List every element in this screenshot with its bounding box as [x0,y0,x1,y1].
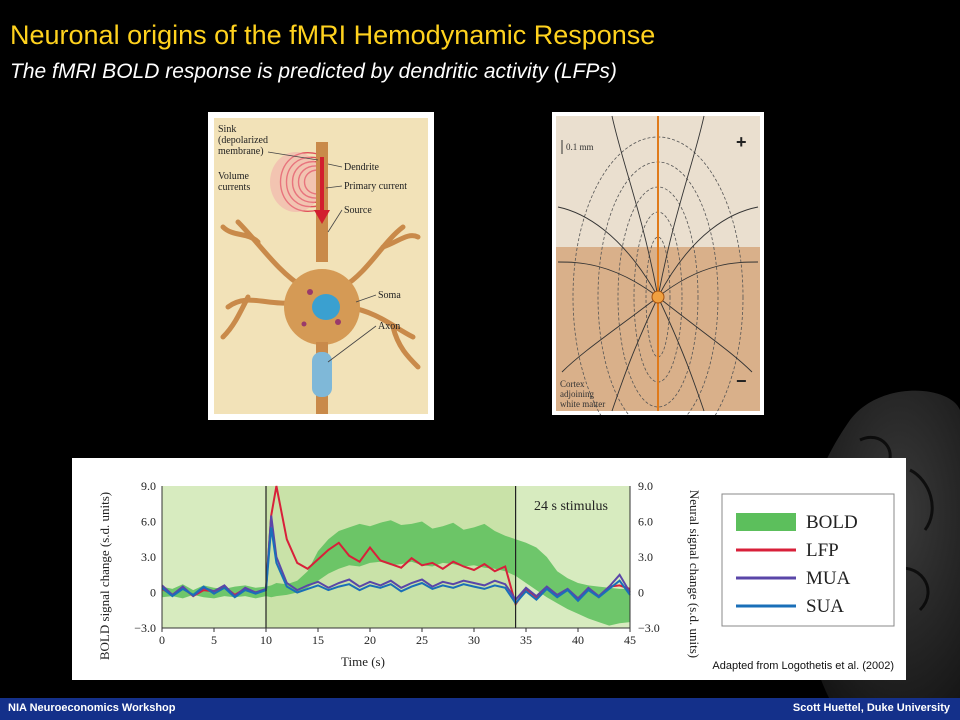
x-axis-title: Time (s) [341,654,385,669]
x-tick-label: 5 [211,633,217,647]
y-tick-label-right: 9.0 [638,479,653,493]
neuron-figure: Sink (depolarized membrane) Volume curre… [208,112,434,420]
x-tick-label: 25 [416,633,428,647]
field-line-diagram: 0.1 mm + − Cortex adjoining white matter [556,115,760,415]
volume-current-arcs [279,152,319,212]
cell-body [651,290,665,304]
footer-workshop: NIA Neuroeconomics Workshop [8,702,176,714]
label-volume: Volume [218,171,249,182]
label-cortex: Cortex [560,379,585,389]
x-tick-label: 40 [572,633,584,647]
series-bold-area [162,520,630,626]
label-sink-3: membrane) [218,146,264,157]
neuron-diagram: Sink (depolarized membrane) Volume curre… [214,118,428,414]
figure-credit: Adapted from Logothetis et al. (2002) [712,660,894,672]
x-tick-label: 20 [364,633,376,647]
legend-label-mua: MUA [806,568,851,589]
y-tick-label-left: 3.0 [141,550,156,564]
legend-label-lfp: LFP [806,540,839,561]
label-white-matter: white matter [560,399,605,409]
legend-swatch-bold [736,513,796,531]
y-tick-label-left: −3.0 [134,621,156,635]
bold-area-layer [162,520,630,626]
neural-lines-layer [161,485,631,607]
label-volume-2: currents [218,182,250,193]
x-tick-label: 15 [312,633,324,647]
footer-bar: NIA Neuroeconomics Workshop Scott Huette… [0,698,960,720]
legend-label-bold: BOLD [806,512,858,533]
negative-sign: − [736,371,747,391]
arrow-head [314,210,330,224]
x-tick-label: 30 [468,633,480,647]
y-tick-label-left: 0 [150,586,156,600]
stimulus-label: 24 s stimulus [534,499,608,514]
y-tick-label-right: 0 [638,586,644,600]
stimulus-markers [265,486,517,628]
x-tick-label: 45 [624,633,636,647]
series-sua-line [161,527,631,605]
label-axon: Axon [378,321,400,332]
y-axis-title-right: Neural signal change (s.d. units) [687,490,702,658]
current-flow-lines [557,115,759,412]
footer-author: Scott Huettel, Duke University [792,702,950,714]
x-tick-label: 35 [520,633,532,647]
y-tick-label-right: 3.0 [638,550,653,564]
y-tick-label-left: 9.0 [141,479,156,493]
slide-title: Neuronal origins of the fMRI Hemodynamic… [10,20,656,50]
y-axis-title-left: BOLD signal change (s.d. units) [97,492,112,660]
slide-subtitle: The fMRI BOLD response is predicted by d… [10,60,617,83]
label-sink: Sink [218,124,236,135]
y-tick-label-right: −3.0 [638,621,660,635]
label-adjoining: adjoining [560,389,594,399]
myelin-sheath [312,352,332,397]
nucleus [312,294,340,320]
label-source: Source [344,205,372,216]
chart-legend: BOLD LFP MUA SUA [721,493,895,627]
legend-label-sua: SUA [806,596,844,617]
x-tick-label: 0 [159,633,165,647]
label-primary-current: Primary current [344,181,407,192]
scale-bar-label: 0.1 mm [566,142,594,152]
positive-sign: + [736,132,747,152]
field-potential-figure: 0.1 mm + − Cortex adjoining white matter [552,112,764,415]
x-tick-label: 10 [260,633,272,647]
series-mua-line [161,515,631,602]
y-tick-label-right: 6.0 [638,515,653,529]
sink-region [270,152,322,212]
label-dendrite: Dendrite [344,162,380,173]
label-soma: Soma [378,290,401,301]
label-sink-2: (depolarized [218,135,268,146]
y-tick-label-left: 6.0 [141,515,156,529]
